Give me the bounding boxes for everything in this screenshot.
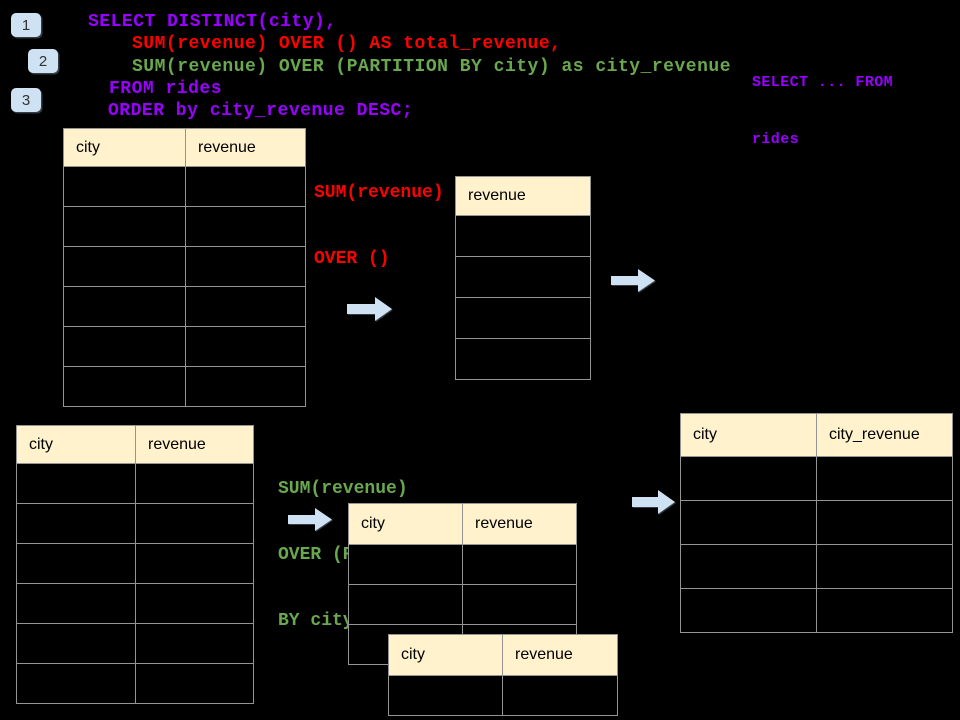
sql-code-line-3: SUM(revenue) OVER (PARTITION BY city) as… xyxy=(132,57,731,77)
table-row xyxy=(16,623,254,664)
column-header-city: city xyxy=(16,425,136,464)
side-code-snippet: SELECT ... FROM rides xyxy=(752,35,893,187)
table-row xyxy=(680,544,953,589)
table-source-top: city revenue xyxy=(63,128,306,407)
flow-arrow-icon xyxy=(288,507,333,532)
column-header-revenue: revenue xyxy=(502,634,618,676)
side-code-line-1: SELECT ... FROM xyxy=(752,74,894,91)
sql-code-line-1: SELECT DISTINCT(city), xyxy=(88,12,337,32)
table-row xyxy=(16,543,254,584)
column-header-city: city xyxy=(680,413,817,457)
table-row xyxy=(455,215,591,257)
table-total-result: revenue xyxy=(455,176,591,380)
sql-code-line-4: FROM rides xyxy=(109,79,223,99)
table-row xyxy=(680,500,953,545)
table-row xyxy=(455,297,591,339)
column-header-revenue: revenue xyxy=(462,503,577,545)
total-revenue-fn-line-1: SUM(revenue) xyxy=(314,183,444,203)
total-revenue-fn-line-2: OVER () xyxy=(314,249,390,269)
flow-arrow-icon xyxy=(611,268,656,293)
table-row xyxy=(16,663,254,704)
table-row xyxy=(388,675,618,716)
table-row xyxy=(680,588,953,633)
step-badge-2: 2 xyxy=(28,49,58,73)
table-partition-overlap: city revenue xyxy=(388,634,618,716)
side-code-line-2: rides xyxy=(752,131,800,148)
table-row xyxy=(16,463,254,504)
table-row xyxy=(348,584,577,625)
column-header-revenue: revenue xyxy=(135,425,254,464)
table-row xyxy=(63,366,306,407)
table-row xyxy=(16,503,254,544)
column-header-city-revenue: city_revenue xyxy=(816,413,953,457)
table-row xyxy=(16,583,254,624)
step-badge-1: 1 xyxy=(11,13,41,37)
table-row xyxy=(680,456,953,501)
column-header-city: city xyxy=(388,634,503,676)
table-row xyxy=(348,544,577,585)
table-row xyxy=(63,206,306,247)
sql-code-line-2: SUM(revenue) OVER () AS total_revenue, xyxy=(132,34,562,54)
table-row xyxy=(63,246,306,287)
step-badge-3: 3 xyxy=(11,88,41,112)
column-header-city: city xyxy=(348,503,463,545)
partition-fn-line-1: SUM(revenue) xyxy=(278,479,408,499)
column-header-revenue: revenue xyxy=(455,176,591,216)
flow-arrow-icon xyxy=(632,489,676,515)
table-row xyxy=(63,166,306,207)
table-source-bottom: city revenue xyxy=(16,425,254,704)
table-city-revenue-result: city city_revenue xyxy=(680,413,953,633)
table-row xyxy=(63,326,306,367)
column-header-revenue: revenue xyxy=(185,128,306,167)
table-row xyxy=(455,338,591,380)
column-header-city: city xyxy=(63,128,186,167)
sql-code-line-5: ORDER by city_revenue DESC; xyxy=(108,101,414,121)
table-row xyxy=(455,256,591,298)
total-revenue-fn-label: SUM(revenue) OVER () xyxy=(314,138,444,314)
flow-arrow-icon xyxy=(347,296,393,322)
table-row xyxy=(63,286,306,327)
